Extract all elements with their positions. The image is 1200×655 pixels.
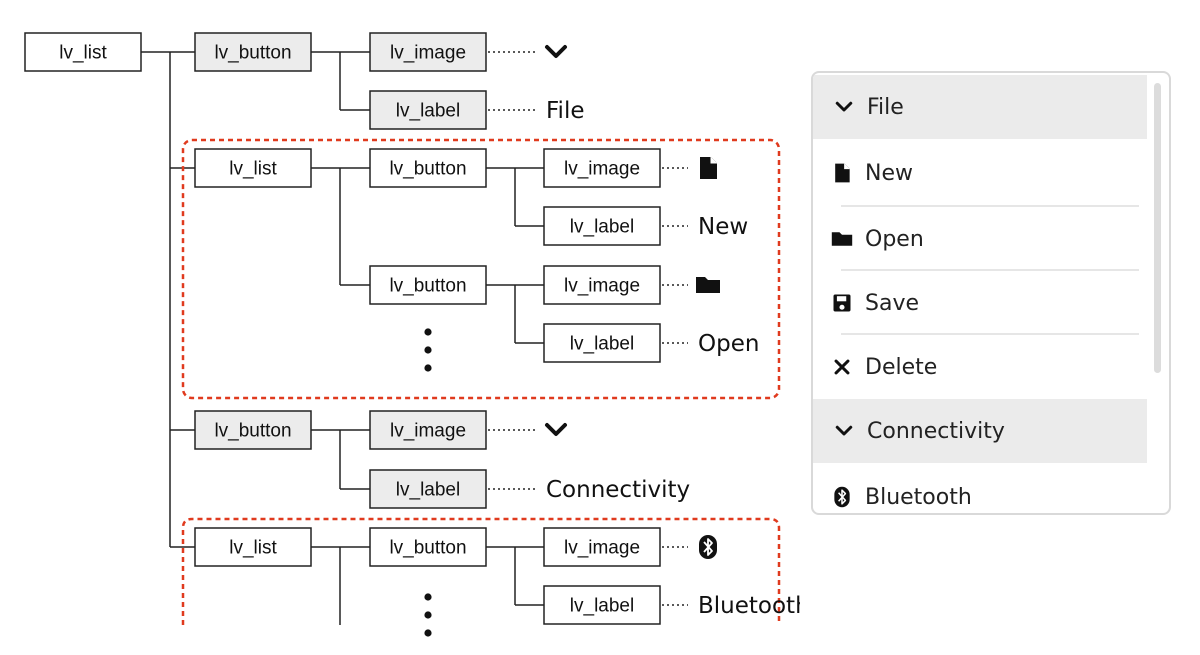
list-item-label: Bluetooth xyxy=(865,484,972,510)
list-button-open[interactable]: Open xyxy=(813,207,1147,271)
node-bt-image: lv_image xyxy=(543,527,661,567)
chevron-down-icon xyxy=(545,423,567,436)
node-label: lv_image xyxy=(390,421,466,442)
node-root-list: lv_list xyxy=(24,32,142,72)
node-bt-label: lv_label xyxy=(543,585,661,625)
node-conn-sublist: lv_list xyxy=(194,527,312,567)
close-icon xyxy=(834,359,850,375)
node-label: lv_label xyxy=(396,101,460,122)
chevron-down-icon xyxy=(835,101,853,112)
folder-icon xyxy=(827,226,857,252)
leader-lines xyxy=(488,51,688,606)
node-label: lv_button xyxy=(214,421,291,442)
node-file-image: lv_image xyxy=(369,32,487,72)
node-conn-button: lv_button xyxy=(194,410,312,450)
rendered-label: Bluetooth xyxy=(698,593,800,619)
node-label: lv_list xyxy=(229,159,277,180)
node-label: lv_label xyxy=(570,334,634,355)
scrollbar[interactable] xyxy=(1154,83,1161,373)
rendered-label: Open xyxy=(698,331,759,357)
list-divider xyxy=(841,269,1139,271)
node-new-button: lv_button xyxy=(369,148,487,188)
chevron-down-icon xyxy=(829,418,859,444)
file-icon xyxy=(827,160,857,186)
list-item-label: New xyxy=(865,160,913,186)
save-icon xyxy=(827,290,857,316)
list-item-label: Save xyxy=(865,290,920,316)
node-label: lv_button xyxy=(389,276,466,297)
save-icon xyxy=(833,294,851,312)
child-list-groups xyxy=(181,138,781,625)
file-children-group xyxy=(181,138,781,400)
node-label: lv_label xyxy=(396,480,460,501)
bluetooth-icon xyxy=(834,486,850,508)
list-button-delete[interactable]: Delete xyxy=(813,335,1147,399)
node-file-label: lv_label xyxy=(369,90,487,130)
node-open-image: lv_image xyxy=(543,265,661,305)
node-new-label: lv_label xyxy=(543,206,661,246)
node-conn-label: lv_label xyxy=(369,469,487,509)
list-button-save[interactable]: Save xyxy=(813,271,1147,335)
folder-icon xyxy=(831,232,853,246)
list-item-label: Delete xyxy=(865,354,938,380)
list-divider xyxy=(841,205,1139,207)
node-label: lv_image xyxy=(564,276,640,297)
node-label: lv_label xyxy=(570,596,634,617)
more-buttons-ellipsis-2 xyxy=(424,593,432,637)
chevron-down-icon xyxy=(835,425,853,436)
rendered-label: File xyxy=(546,98,585,124)
continuation-ellipses xyxy=(424,328,432,637)
node-bt-button: lv_button xyxy=(369,527,487,567)
list-button-bluetooth[interactable]: Bluetooth xyxy=(813,465,1147,513)
node-label: lv_image xyxy=(564,159,640,180)
list-divider xyxy=(841,333,1139,335)
file-icon xyxy=(700,157,717,179)
chevron-down-icon xyxy=(545,45,567,58)
list-item-label: Connectivity xyxy=(867,418,1005,444)
node-label: lv_label xyxy=(570,217,634,238)
bluetooth-icon xyxy=(699,535,717,559)
node-new-image: lv_image xyxy=(543,148,661,188)
list-header-file[interactable]: File xyxy=(813,75,1147,139)
node-conn-image: lv_image xyxy=(369,410,487,450)
node-label: lv_button xyxy=(389,159,466,180)
bluetooth-icon xyxy=(827,484,857,510)
node-label: lv_list xyxy=(229,538,277,559)
list-header-connectivity[interactable]: Connectivity xyxy=(813,399,1147,463)
chevron-down-icon xyxy=(829,94,859,120)
node-label: lv_button xyxy=(389,538,466,559)
connectivity-children-group xyxy=(181,517,781,625)
list-item-label: File xyxy=(867,94,904,120)
node-label: lv_image xyxy=(390,43,466,64)
close-icon xyxy=(827,354,857,380)
more-buttons-ellipsis xyxy=(424,328,432,372)
folder-icon xyxy=(696,277,720,293)
tree-connectors xyxy=(141,51,544,625)
node-file-button: lv_button xyxy=(194,32,312,72)
list-button-new[interactable]: New xyxy=(813,141,1147,205)
rendered-label: New xyxy=(698,214,748,240)
node-label: lv_list xyxy=(59,43,107,64)
node-label: lv_button xyxy=(214,43,291,64)
file-icon xyxy=(835,163,850,183)
node-label: lv_image xyxy=(564,538,640,559)
node-open-button: lv_button xyxy=(369,265,487,305)
rendered-label: Connectivity xyxy=(546,477,690,503)
node-open-label: lv_label xyxy=(543,323,661,363)
node-file-sublist: lv_list xyxy=(194,148,312,188)
list-item-label: Open xyxy=(865,226,924,252)
